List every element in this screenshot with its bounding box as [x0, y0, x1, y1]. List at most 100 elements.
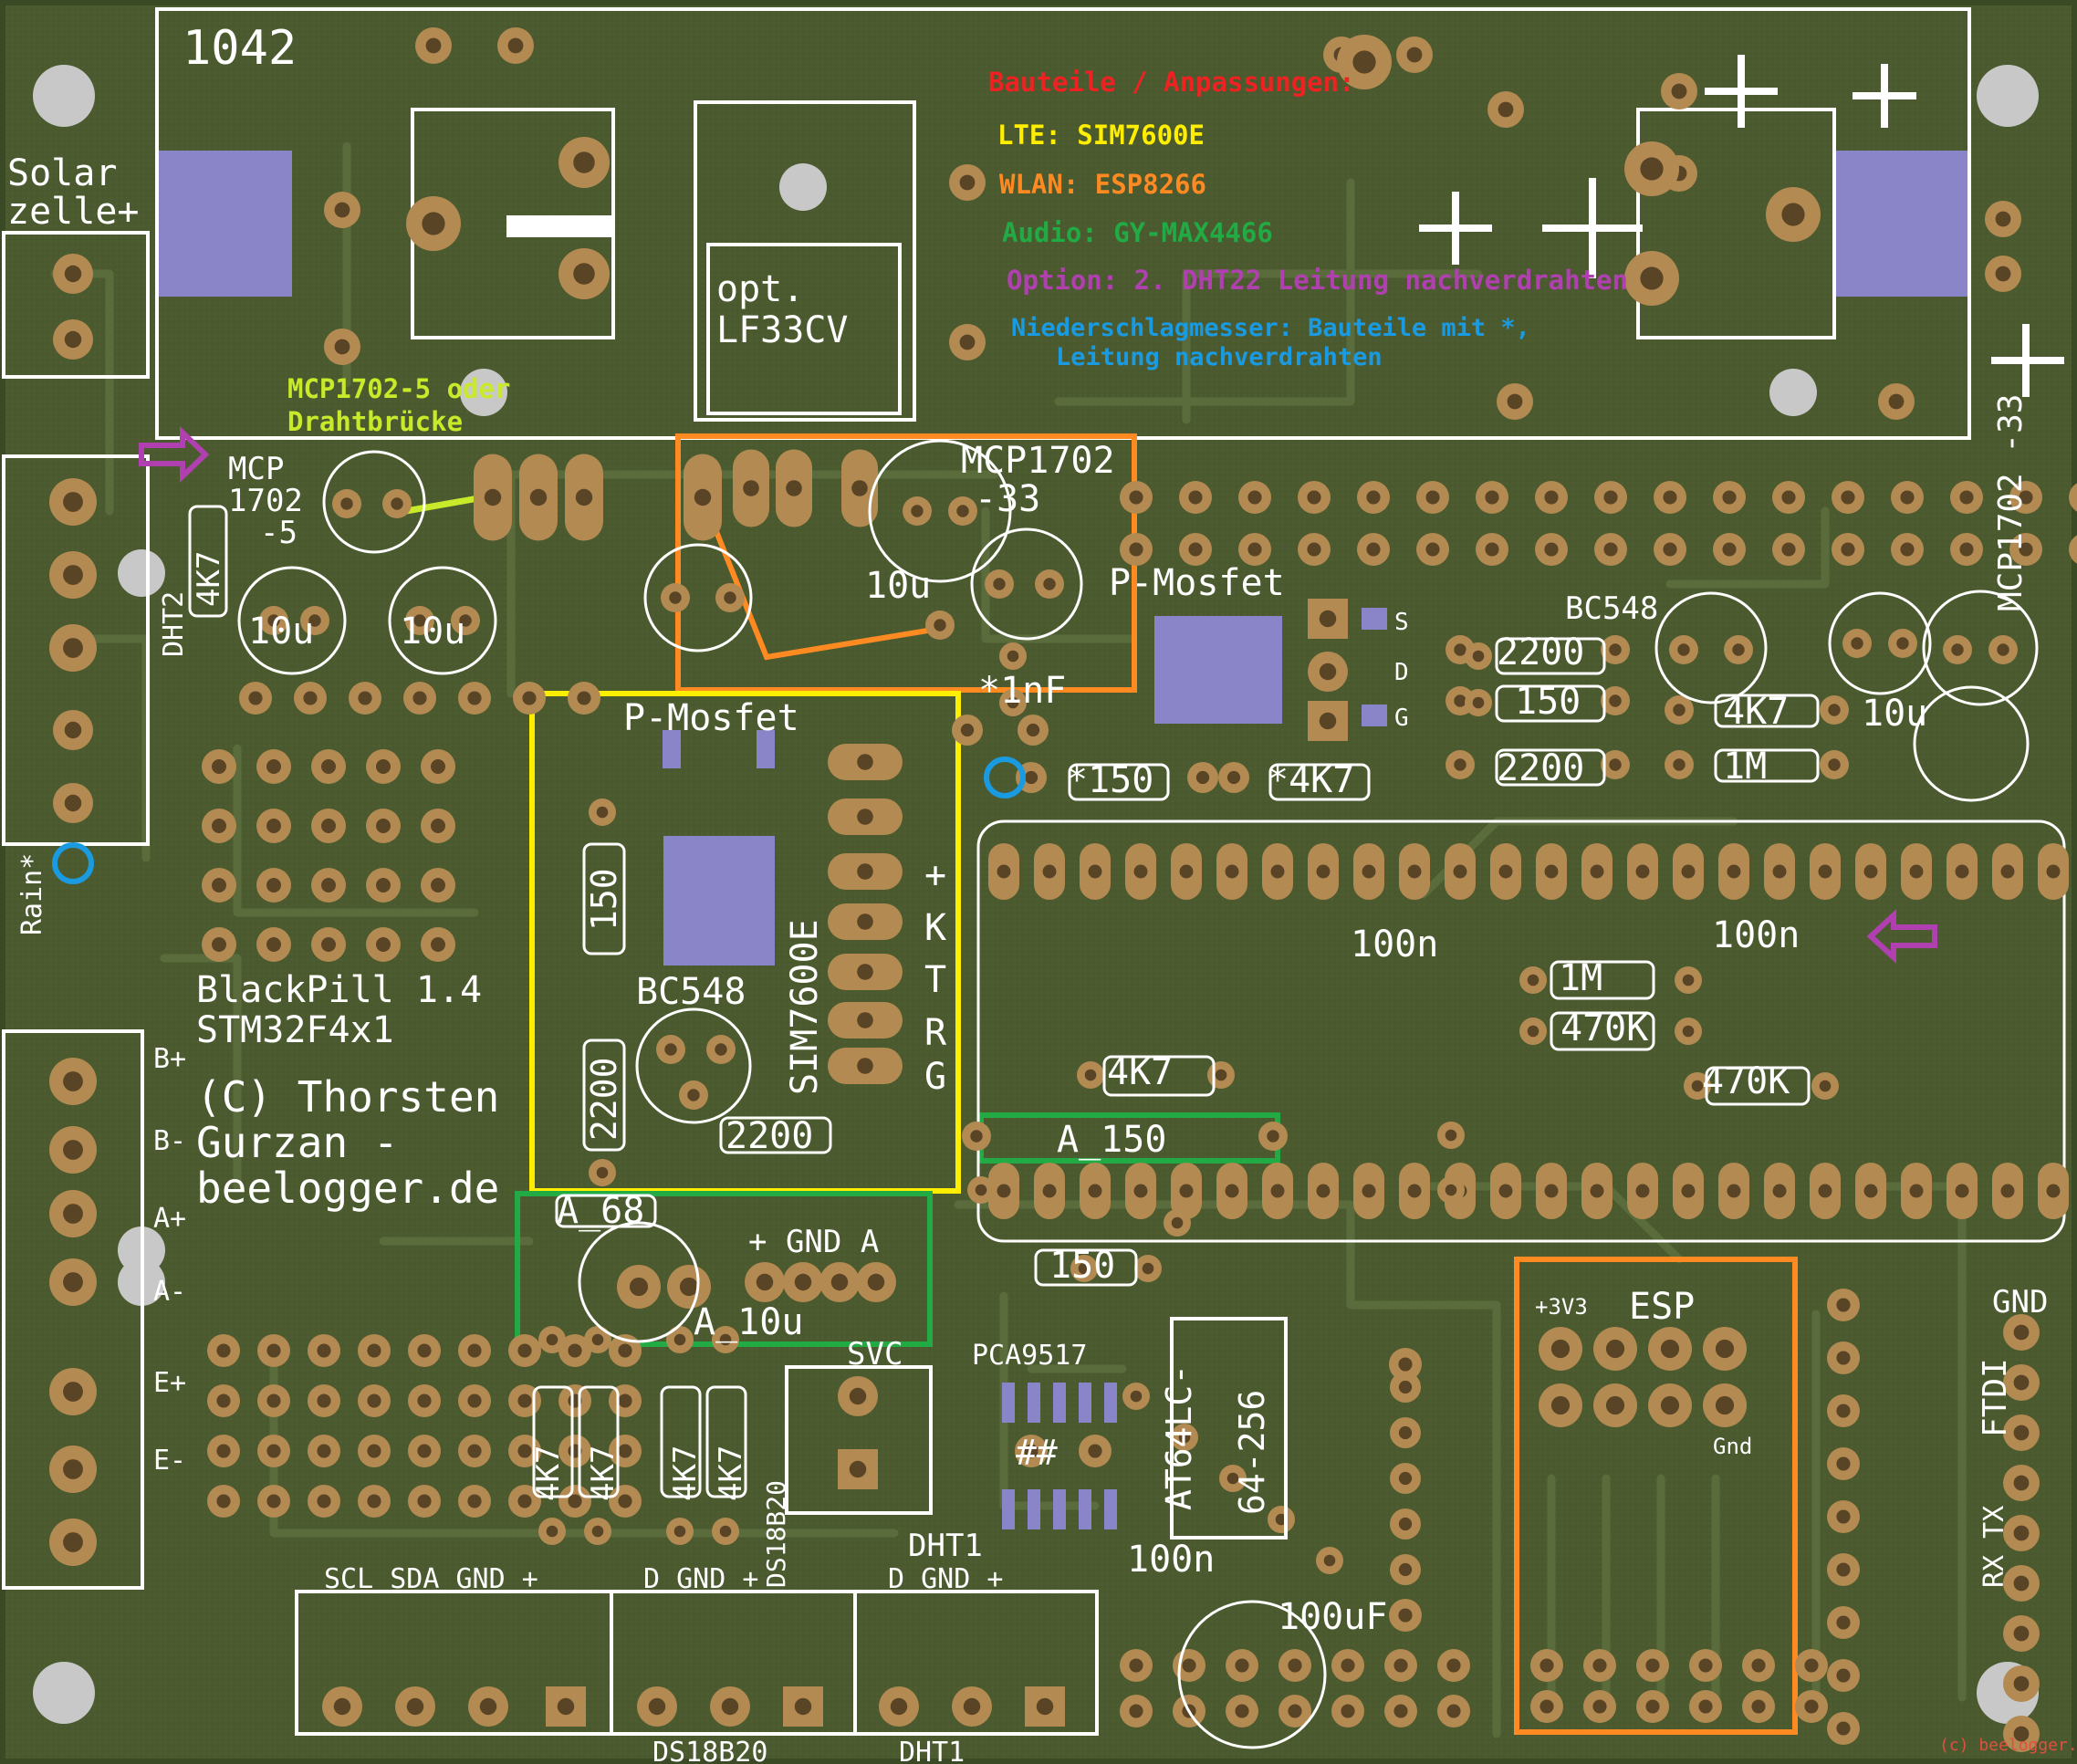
- capacitor-outline: [970, 527, 1083, 641]
- pad-drill: [1732, 643, 1745, 656]
- pad-drill: [479, 1697, 497, 1716]
- pad-drill: [794, 1273, 812, 1291]
- pad-drill: [1398, 1517, 1413, 1531]
- pad-drill: [1188, 542, 1203, 557]
- pad-drill: [786, 480, 802, 496]
- pad-drill: [1727, 864, 1741, 879]
- silk-scl-row: SCL SDA GND +: [324, 1563, 538, 1595]
- pad-drill: [857, 1012, 873, 1028]
- pad-drill: [1677, 643, 1690, 656]
- pad-drill: [1818, 1184, 1832, 1198]
- pad-drill: [1036, 1697, 1054, 1716]
- pad-drill: [857, 863, 873, 880]
- capacitor-outline: [1177, 1600, 1327, 1749]
- silk-rx-tx: RX TX: [1978, 1506, 2010, 1588]
- pad-drill: [851, 480, 868, 496]
- pca-pad: [1002, 1489, 1015, 1529]
- pad-drill: [1951, 643, 1964, 656]
- note-option: Option: 2. DHT22 Leitung nachverdrahten: [1007, 265, 1628, 296]
- pca-pad: [1104, 1383, 1117, 1423]
- pad-drill: [1836, 1615, 1851, 1630]
- pad-drill: [1319, 610, 1337, 628]
- resistor-outlines: [188, 505, 1820, 1498]
- silk-r470k-a: 470K: [1560, 1007, 1648, 1049]
- resistor-outline: [555, 1194, 657, 1228]
- silk-a150: A_150: [1057, 1119, 1166, 1161]
- pad-drill: [1663, 490, 1677, 505]
- copper-trace: [981, 506, 1136, 643]
- silk-r4k7-dht: 4K7: [191, 551, 227, 607]
- silk-mcp-vertical: MCP1702 -33: [1992, 394, 2030, 611]
- pad-drill: [1226, 770, 1241, 785]
- mounting-holes: [33, 65, 2039, 1724]
- pad-drill: [2013, 1475, 2030, 1491]
- mark-orange-esp: [1514, 1257, 1798, 1735]
- pad-drill: [63, 1532, 83, 1552]
- pad-drill: [1539, 1699, 1554, 1714]
- silk-sim-t: T: [924, 959, 946, 1001]
- pad-drill: [664, 1043, 677, 1056]
- pad-drill: [1836, 1456, 1851, 1471]
- pad-drill: [1727, 1184, 1741, 1198]
- pad-drill: [63, 1204, 83, 1224]
- pad-drill: [1226, 1472, 1239, 1485]
- resistor-outline: [532, 1385, 574, 1498]
- pad-drill: [1681, 1184, 1696, 1198]
- silk-dht1-bottom: DHT1: [899, 1737, 965, 1764]
- pad-drill: [679, 1277, 699, 1297]
- pad-drill: [1454, 758, 1466, 771]
- pad-drill: [1362, 864, 1376, 879]
- copyright: (c) beelogger.de: [1939, 1736, 2077, 1755]
- capacitor-outline: [578, 1221, 700, 1343]
- note-heading: Bauteile / Anpassungen:: [988, 67, 1355, 98]
- mounting-hole: [33, 1662, 95, 1724]
- pad-drill: [63, 638, 83, 658]
- pad-drill: [1836, 1404, 1851, 1418]
- capacitor-outlines: [237, 439, 2039, 1749]
- pad-drill: [63, 1140, 83, 1160]
- pad-drill: [546, 1525, 558, 1538]
- silk-sim7600: SIM7600E: [784, 919, 826, 1095]
- pad-drill: [1836, 1668, 1851, 1683]
- resistor-outline: [1495, 684, 1606, 723]
- silk-pmosfet-1: P-Mosfet: [1109, 562, 1285, 604]
- pad-drill: [334, 339, 350, 355]
- pca-pad: [1104, 1489, 1117, 1529]
- silk-c10u-4: 10u: [1862, 693, 1927, 735]
- pad-drill: [1645, 1658, 1660, 1673]
- pad-drill: [1722, 542, 1737, 557]
- silk-bc548-2: BC548: [636, 971, 746, 1013]
- pad-drill: [2019, 490, 2033, 505]
- pad-drill: [317, 1494, 331, 1508]
- silk-pin-d: D: [1394, 659, 1409, 686]
- pad-drill: [1888, 393, 1905, 410]
- silk-r150-a: 150: [1515, 681, 1581, 723]
- silk-b-minus: B-: [153, 1125, 186, 1157]
- pad-drill: [1663, 542, 1677, 557]
- pad-drill: [2000, 864, 2015, 879]
- pad-drill: [1605, 1339, 1625, 1359]
- pad-drill: [1323, 1554, 1336, 1567]
- pad-drill: [376, 937, 391, 952]
- smd-pad-right: [1834, 151, 1967, 297]
- pad-drill: [1393, 1658, 1408, 1673]
- pad-drill: [517, 1343, 532, 1358]
- silk-r150-star: *150: [1066, 759, 1153, 801]
- silk-a10u: A_10u: [694, 1301, 803, 1343]
- resistor-outline: [582, 1039, 626, 1152]
- silk-r4k7-e: 4K7: [1723, 691, 1789, 733]
- pad-drill: [1453, 864, 1467, 879]
- pad-drill: [1781, 203, 1805, 226]
- pca-pad: [1053, 1383, 1066, 1423]
- pad-drill: [1179, 1184, 1194, 1198]
- resistor-outline: [582, 842, 626, 955]
- pad-drill: [2019, 542, 2033, 557]
- pad-drill: [1635, 1184, 1650, 1198]
- silk-sim-plus: +: [924, 854, 946, 896]
- pad-drill: [618, 1444, 632, 1458]
- pad-drill: [849, 1460, 867, 1478]
- pad-drill: [2013, 1374, 2030, 1391]
- pad-drill: [517, 1393, 532, 1408]
- pad-drill: [1995, 266, 2011, 282]
- pad-drill: [367, 1343, 381, 1358]
